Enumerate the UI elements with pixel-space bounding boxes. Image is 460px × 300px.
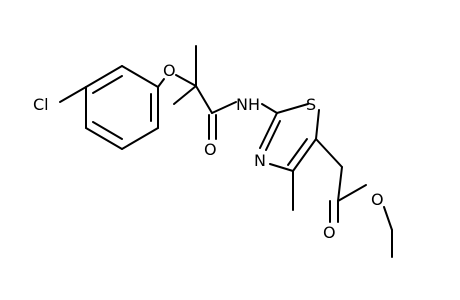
bond-c5-ch2 [315, 138, 343, 168]
bond-c2-s [276, 103, 309, 114]
bond-ring1-1 [85, 65, 123, 88]
bond-cq-me2 [173, 85, 197, 105]
bond-n-c2-a [259, 112, 278, 149]
bond-c5-c4-a [292, 138, 317, 172]
atom-labels: Cl O NH S N O O O [33, 61, 384, 242]
bond-ring-o [157, 78, 165, 88]
bond-c5-c4-b [287, 138, 308, 166]
bond-c-cl [59, 86, 87, 103]
atom-amide-nh-label: NH [236, 95, 260, 114]
bond-camide-nh [211, 101, 237, 114]
bond-cester-oester [337, 184, 367, 202]
bond-ch2-cester [337, 166, 343, 202]
bond-ring1-inner-3 [92, 121, 123, 140]
bonds [59, 45, 393, 258]
bond-o-cq [175, 74, 197, 87]
bond-ring1-4 [121, 127, 159, 150]
bond-ring1-5 [85, 127, 123, 150]
bond-cq-camide [195, 85, 213, 114]
bond-ring1-2 [121, 65, 159, 88]
atom-cl-label: Cl [33, 95, 49, 114]
atom-thiazole-sulfur-label: S [306, 95, 316, 114]
bond-oester-ch2 [383, 206, 393, 231]
atom-carbonyl-oxygen-label: O [323, 223, 336, 242]
bond-ring1-inner-1 [92, 75, 123, 94]
bond-n-c2-b [265, 120, 281, 151]
bond-c4-n [269, 163, 294, 172]
atom-amide-oxygen-label: O [204, 140, 217, 159]
bond-nh-c2 [261, 103, 278, 114]
atom-thiazole-nitrogen-label: N [254, 151, 266, 170]
atom-ether-oxygen-label: O [163, 61, 176, 80]
bond-s-c5 [315, 109, 320, 140]
atom-ester-oxygen-label: O [371, 190, 384, 209]
